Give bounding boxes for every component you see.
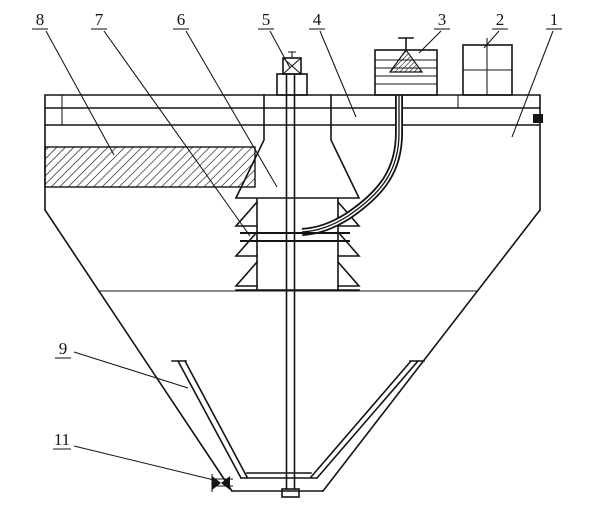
callout-label-7: 7 (95, 10, 104, 29)
callouts: 8 7 6 5 4 (32, 10, 562, 482)
callout-5: 5 (258, 10, 291, 69)
callout-11: 11 (53, 430, 219, 482)
overflow-fitting (533, 114, 543, 123)
callout-label-11: 11 (54, 430, 70, 449)
callout-label-4: 4 (313, 10, 322, 29)
callout-8: 8 (32, 10, 115, 156)
callout-3: 3 (418, 10, 450, 54)
callout-label-2: 2 (496, 10, 505, 29)
deflector-cones (234, 200, 361, 287)
leader-line-5 (269, 30, 291, 69)
cone-lining (171, 359, 425, 480)
callout-label-8: 8 (36, 10, 45, 29)
feed-box-cone (388, 48, 424, 73)
feed-pipe (301, 95, 403, 236)
leader-line-7 (103, 30, 251, 237)
callout-9: 9 (55, 339, 189, 389)
shaft-foot (281, 488, 300, 498)
leader-line-9 (73, 351, 189, 389)
callout-label-5: 5 (262, 10, 271, 29)
callout-label-3: 3 (438, 10, 447, 29)
callout-7: 7 (91, 10, 251, 237)
feed-box (374, 37, 438, 96)
leader-line-1 (511, 30, 554, 138)
shaft-drive-head (276, 51, 308, 96)
callout-6: 6 (173, 10, 278, 188)
callout-label-6: 6 (177, 10, 186, 29)
leader-line-3 (418, 30, 442, 54)
leader-line-2 (483, 30, 500, 49)
feed-well (234, 94, 361, 291)
callout-2: 2 (483, 10, 508, 49)
discharge-valve (211, 474, 233, 492)
leader-line-8 (45, 30, 115, 156)
callout-label-1: 1 (550, 10, 559, 29)
leader-line-4 (319, 30, 357, 118)
filter-media-hatch (44, 146, 256, 188)
callout-4: 4 (309, 10, 357, 118)
leader-line-6 (185, 30, 278, 188)
leader-line-11 (73, 445, 219, 482)
callout-1: 1 (511, 10, 562, 138)
float-box (462, 38, 513, 96)
callout-label-9: 9 (59, 339, 68, 358)
center-shaft (281, 73, 300, 498)
